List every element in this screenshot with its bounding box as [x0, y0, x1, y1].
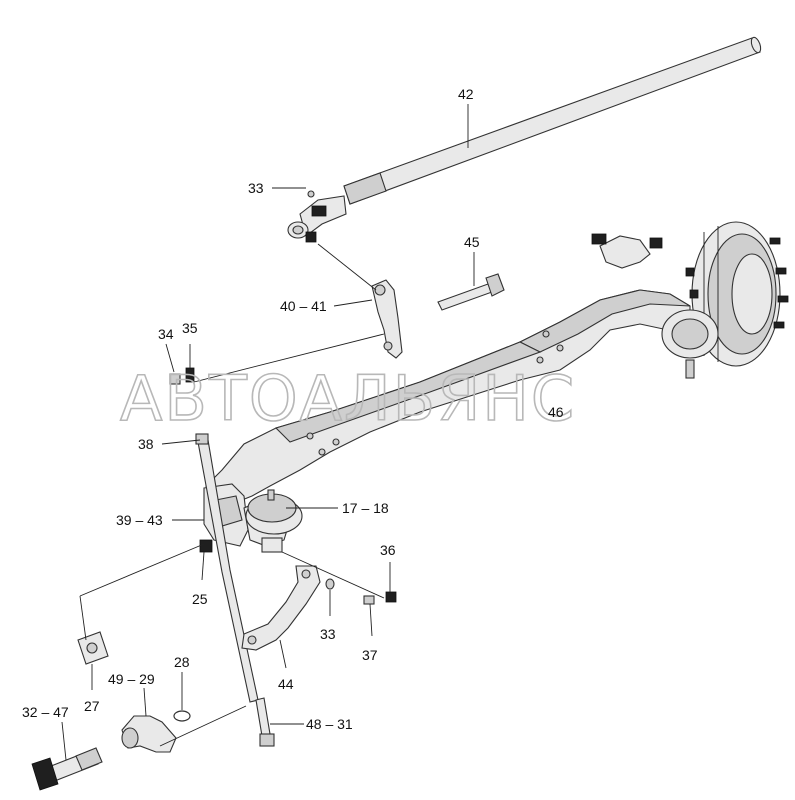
- bolt-icon: [31, 747, 103, 791]
- callout-39-43: 39 – 43: [116, 512, 163, 528]
- callout-46: 46: [548, 404, 564, 420]
- steering-arm-icon: [241, 565, 321, 651]
- callout-37: 37: [362, 647, 378, 663]
- brake-chamber-icon: [245, 489, 303, 553]
- callout-44: 44: [278, 676, 294, 692]
- bolt-icon: [199, 539, 213, 553]
- front-axle-beam-icon: [205, 289, 691, 505]
- bolt-icon: [325, 578, 397, 605]
- seal-ring-icon: [173, 710, 191, 722]
- callout-49-29: 49 – 29: [108, 671, 155, 687]
- brake-chamber-icon: [591, 233, 719, 379]
- callout-25: 25: [192, 591, 208, 607]
- callout-40-41: 40 – 41: [280, 298, 327, 314]
- tie-rod-icon: [343, 36, 762, 205]
- callout-32-47: 32 – 47: [22, 704, 69, 720]
- callout-34: 34: [158, 326, 174, 342]
- callout-17-18: 17 – 18: [342, 500, 389, 516]
- ball-joint-icon: [287, 190, 347, 243]
- callout-35: 35: [182, 320, 198, 336]
- steering-arm-icon: [371, 279, 403, 359]
- callout-48-31: 48 – 31: [306, 716, 353, 732]
- bolt-icon: [255, 697, 275, 747]
- steering-lever-icon: [121, 715, 177, 753]
- callout-33-lower: 33: [320, 626, 336, 642]
- callout-28: 28: [174, 654, 190, 670]
- callout-33-upper: 33: [248, 180, 264, 196]
- bolt-icon: [437, 273, 505, 311]
- leader-lines: [61, 104, 475, 761]
- callout-27: 27: [84, 698, 100, 714]
- callout-36: 36: [380, 542, 396, 558]
- watermark-text: АВТОАЛЬЯНС: [120, 362, 576, 435]
- cover-plate-icon: [77, 631, 109, 665]
- callout-42: 42: [458, 86, 474, 102]
- callout-45: 45: [464, 234, 480, 250]
- bolt-icon: [169, 367, 195, 385]
- callout-38: 38: [138, 436, 154, 452]
